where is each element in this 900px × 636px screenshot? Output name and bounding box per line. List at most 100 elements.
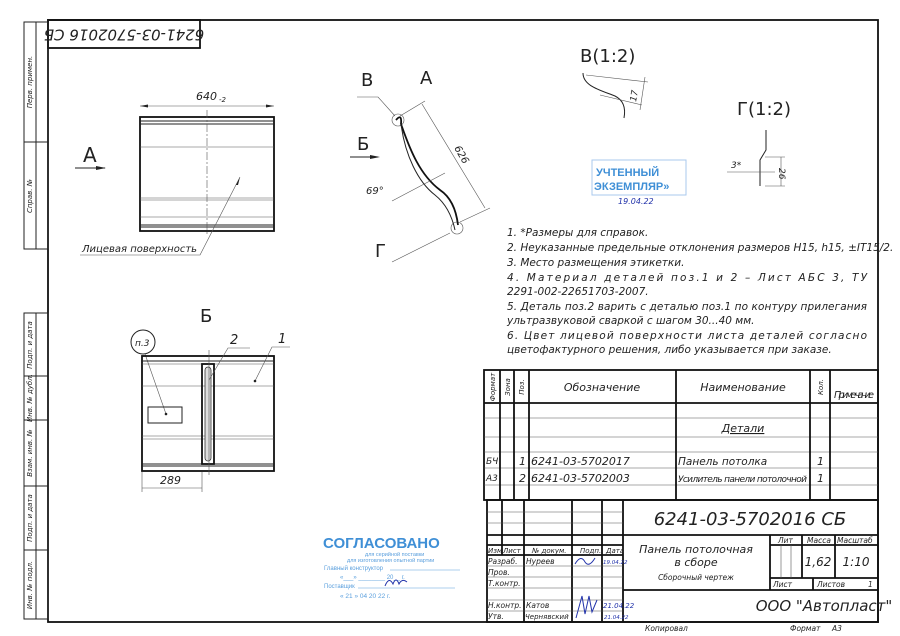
cell-designation: 6241-03-5702003 xyxy=(531,472,630,485)
view-side-profile: В А Б Г 626 69° xyxy=(350,68,491,263)
cell-qty: 1 xyxy=(817,472,824,485)
cell-name: Усилитель панели потолочной xyxy=(678,475,807,485)
strip-label: Инв. № дубл. xyxy=(26,374,34,422)
view-b-title: Б xyxy=(200,306,212,327)
strip-label: Инв. № подл. xyxy=(26,561,34,609)
strip-label: Взам. инв. № xyxy=(26,429,34,477)
stamp-title: СОГЛАСОВАНО xyxy=(323,535,440,552)
sheet-label: Лист xyxy=(772,580,793,589)
mass-value: 1,62 xyxy=(805,555,832,569)
technical-notes: 1. *Размеры для справок. 2. Неуказанные … xyxy=(506,227,893,356)
copied-label: Копировал xyxy=(645,624,688,633)
sheets-label: Листов xyxy=(816,580,845,589)
note: 4. Материал деталей поз.1 и 2 – Лист АБС… xyxy=(507,272,868,284)
role: Т.контр. xyxy=(488,579,521,588)
scale-value: 1:10 xyxy=(843,555,870,569)
dimension-26: 26 xyxy=(776,168,786,180)
specification-table: Формат Зона Поз. Обозначение Наименовани… xyxy=(483,369,879,501)
header-name: Наименование xyxy=(700,381,786,394)
position-2: 2 xyxy=(230,333,238,348)
sheets-value: 1 xyxy=(868,580,873,589)
view-label-a: А xyxy=(83,143,97,167)
label-g: Г xyxy=(375,241,386,262)
header-qty: Кол. xyxy=(817,379,825,395)
stamp-text: ЭКЗЕМПЛЯР» xyxy=(594,181,669,193)
col-header: Дата xyxy=(605,547,624,555)
person: Нуреев xyxy=(526,557,555,566)
col-header: № докум. xyxy=(531,547,567,555)
header-zone: Зона xyxy=(504,378,512,396)
dimension-tolerance: -2 xyxy=(219,96,227,104)
role: Пров. xyxy=(488,568,510,577)
stamp-date: 19.04.22 xyxy=(618,197,654,206)
company-name: ООО "Автопласт" xyxy=(756,597,893,615)
cell-pos: 1 xyxy=(519,455,526,468)
strip-label: Справ. № xyxy=(26,179,34,213)
label-b: Б xyxy=(357,134,369,155)
view-b: Б п.3 2 1 289 xyxy=(130,306,290,492)
note: ультразвуковой сваркой с шагом 30...40 м… xyxy=(506,315,754,327)
role: Разраб. xyxy=(488,557,517,566)
title-drawing-number: 6241-03-5702016 СБ xyxy=(654,509,847,530)
left-strip-bottom: Подп. и дата Инв. № дубл. Взам. инв. № П… xyxy=(23,312,49,620)
title-name: в сборе xyxy=(674,556,718,569)
note: 2. Неуказанные предельные отклонения раз… xyxy=(507,242,893,254)
header-format: Формат xyxy=(489,372,497,401)
col-header: Изм xyxy=(488,547,503,555)
table-row: БЧ 1 6241-03-5702017 Панель потолка 1 xyxy=(486,455,824,468)
lit-label: Лит xyxy=(777,536,794,545)
dimension-289: 289 xyxy=(160,474,181,487)
stamp-text: Поставщик xyxy=(324,584,355,590)
cell-format: А3 xyxy=(485,474,498,484)
strip-label: Подп. и дата xyxy=(26,494,34,542)
header-pos: Поз. xyxy=(518,379,526,395)
mass-label: Масса xyxy=(807,536,831,545)
view-main-front: А 640 -2 Лицевая поверхность xyxy=(75,90,275,256)
label-v: В xyxy=(361,70,373,91)
stamp-text: « 21 » 04 20 22 г. xyxy=(340,593,391,600)
person: Катов xyxy=(526,601,549,610)
dimension-640: 640 xyxy=(196,90,217,103)
stamp-text: для серийной поставки xyxy=(365,551,424,558)
person: Чернявский xyxy=(525,613,569,621)
note: 2291-002-22651703-2007. xyxy=(507,286,649,298)
format-label: Формат xyxy=(790,624,821,633)
header-note: Приме-чание xyxy=(834,390,874,401)
format-value: А3 xyxy=(831,624,842,633)
col-header: Лист xyxy=(502,547,522,555)
sign-date: 21.04.22 xyxy=(604,615,629,621)
table-row: А3 2 6241-03-5702003 Усилитель панели по… xyxy=(485,472,824,485)
col-header: Подп. xyxy=(580,547,601,555)
stamp-registered-copy: УЧТЕННЫЙ ЭКЗЕМПЛЯР» 19.04.22 xyxy=(591,159,687,206)
sign-date: 21.04.22 xyxy=(603,602,635,610)
header-designation: Обозначение xyxy=(564,381,641,394)
detail-v: В(1:2) 17 xyxy=(580,46,649,119)
note: 5. Деталь поз.2 варить с деталью поз.1 п… xyxy=(507,301,867,313)
cell-name: Панель потолка xyxy=(678,456,767,468)
detail-v-title: В(1:2) xyxy=(580,46,635,67)
dimension-17: 17 xyxy=(629,89,641,102)
detail-g-title: Г(1:2) xyxy=(737,99,791,120)
role: Утв. xyxy=(488,612,504,621)
sign-date: 19.04.22 xyxy=(603,560,628,566)
label-a: А xyxy=(420,68,433,89)
cell-format: БЧ xyxy=(486,457,498,467)
stamp-text: «___» ________ 20__ г. xyxy=(340,575,405,581)
section-details: Детали xyxy=(721,422,765,435)
cell-qty: 1 xyxy=(817,455,824,468)
cell-designation: 6241-03-5702017 xyxy=(531,455,630,468)
title-block: 6241-03-5702016 СБ Панель потолочная в с… xyxy=(486,499,893,633)
angle-3: 3* xyxy=(731,161,742,171)
note: цветофактурного решения, либо указываетс… xyxy=(507,344,832,356)
stamp-agreed: СОГЛАСОВАНО для серийной поставки для из… xyxy=(323,535,460,600)
stamp-text: УЧТЕННЫЙ xyxy=(596,166,659,179)
strip-label: Перв. примен. xyxy=(26,56,34,109)
cell-pos: 2 xyxy=(519,472,526,485)
strip-label: Подп. и дата xyxy=(26,321,34,369)
label-p3: п.3 xyxy=(135,339,150,349)
angle-69: 69° xyxy=(366,186,384,197)
stamp-text: для изготовления опытной партии xyxy=(347,557,434,564)
detail-g: Г(1:2) 26 3* xyxy=(727,99,791,187)
face-surface-label: Лицевая поверхность xyxy=(81,244,197,255)
